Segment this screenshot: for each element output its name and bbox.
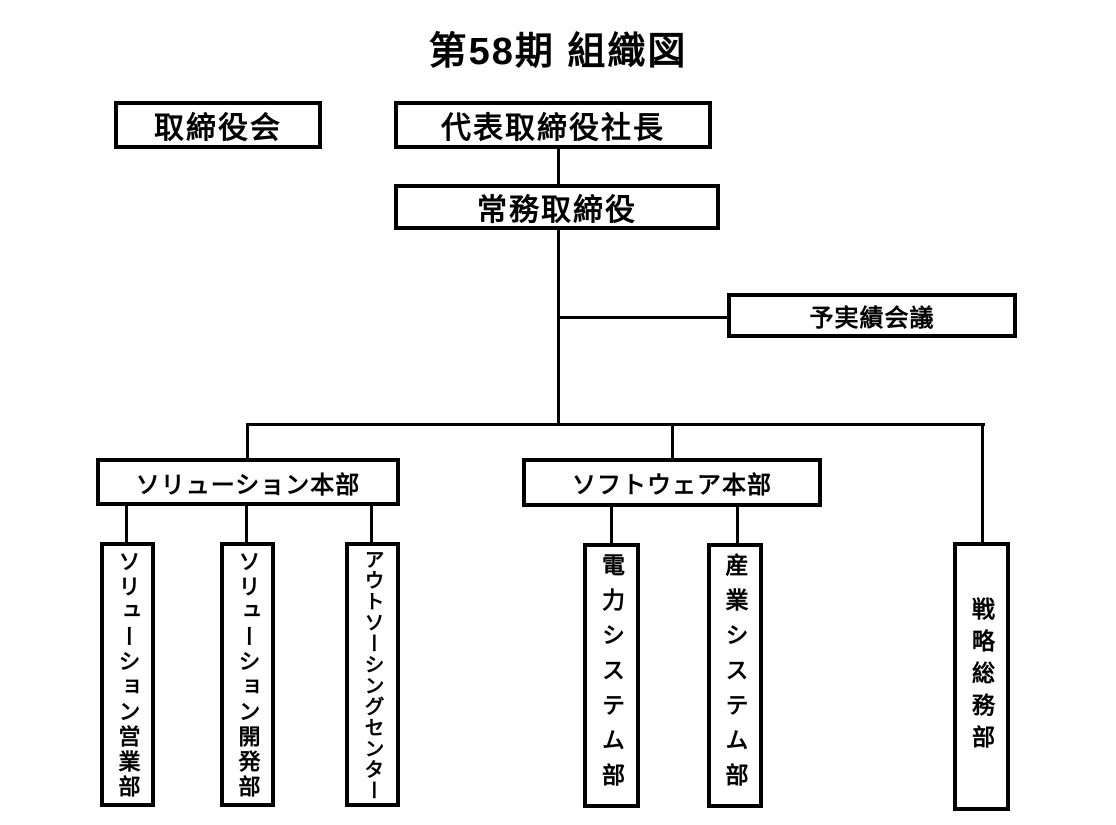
solution-sales-dept-label: ソリューション営業部: [115, 549, 141, 800]
budget-results-meeting-box: 予実績会議: [727, 293, 1017, 338]
connector-solution-to-outsourcing-center: [370, 505, 373, 542]
connector-trunk-to-meeting: [559, 316, 727, 319]
connector-software-to-power-dept: [610, 506, 613, 543]
outsourcing-center-label: アウトソーシングセンター: [361, 548, 383, 801]
connector-managing-director-trunk: [557, 230, 560, 426]
solution-development-dept-label: ソリューション開発部: [235, 549, 261, 800]
power-systems-dept-label: 電力システム部: [598, 553, 625, 798]
software-division-label: ソフトウェア本部: [572, 472, 772, 499]
president-label: 代表取締役社長: [441, 112, 665, 145]
industrial-systems-dept-box: 産業システム部: [707, 543, 763, 808]
strategic-general-affairs-dept-box: 戦略総務部: [953, 542, 1010, 811]
solution-development-dept-box: ソリューション開発部: [220, 542, 275, 807]
budget-results-meeting-label: 予実績会議: [809, 305, 935, 332]
industrial-systems-dept-label: 産業システム部: [722, 553, 748, 798]
board-of-directors-label: 取締役会: [154, 112, 282, 145]
connector-bus-to-solution-division: [246, 423, 249, 458]
board-of-directors-box: 取締役会: [114, 101, 322, 149]
solution-sales-dept-box: ソリューション営業部: [100, 542, 155, 807]
strategic-general-affairs-dept-label: 戦略総務部: [968, 596, 995, 757]
connector-software-to-industrial-dept: [736, 506, 739, 543]
connector-bus-to-software-division: [671, 423, 674, 458]
connector-president-to-managing-director: [557, 149, 560, 185]
president-box: 代表取締役社長: [394, 101, 712, 149]
solution-division-box: ソリューション本部: [96, 458, 400, 506]
managing-director-label: 常務取締役: [477, 194, 637, 227]
managing-director-box: 常務取締役: [394, 184, 720, 230]
outsourcing-center-box: アウトソーシングセンター: [345, 542, 400, 807]
connector-solution-to-development-dept: [245, 505, 248, 542]
software-division-box: ソフトウェア本部: [522, 458, 822, 507]
chart-title: 第58期 組織図: [428, 31, 688, 73]
connector-distribution-bus: [246, 423, 985, 426]
solution-division-label: ソリューション本部: [135, 471, 361, 499]
connector-bus-to-strategic-dept: [981, 423, 984, 542]
connector-solution-to-sales-dept: [125, 505, 128, 542]
power-systems-dept-box: 電力システム部: [583, 543, 640, 808]
